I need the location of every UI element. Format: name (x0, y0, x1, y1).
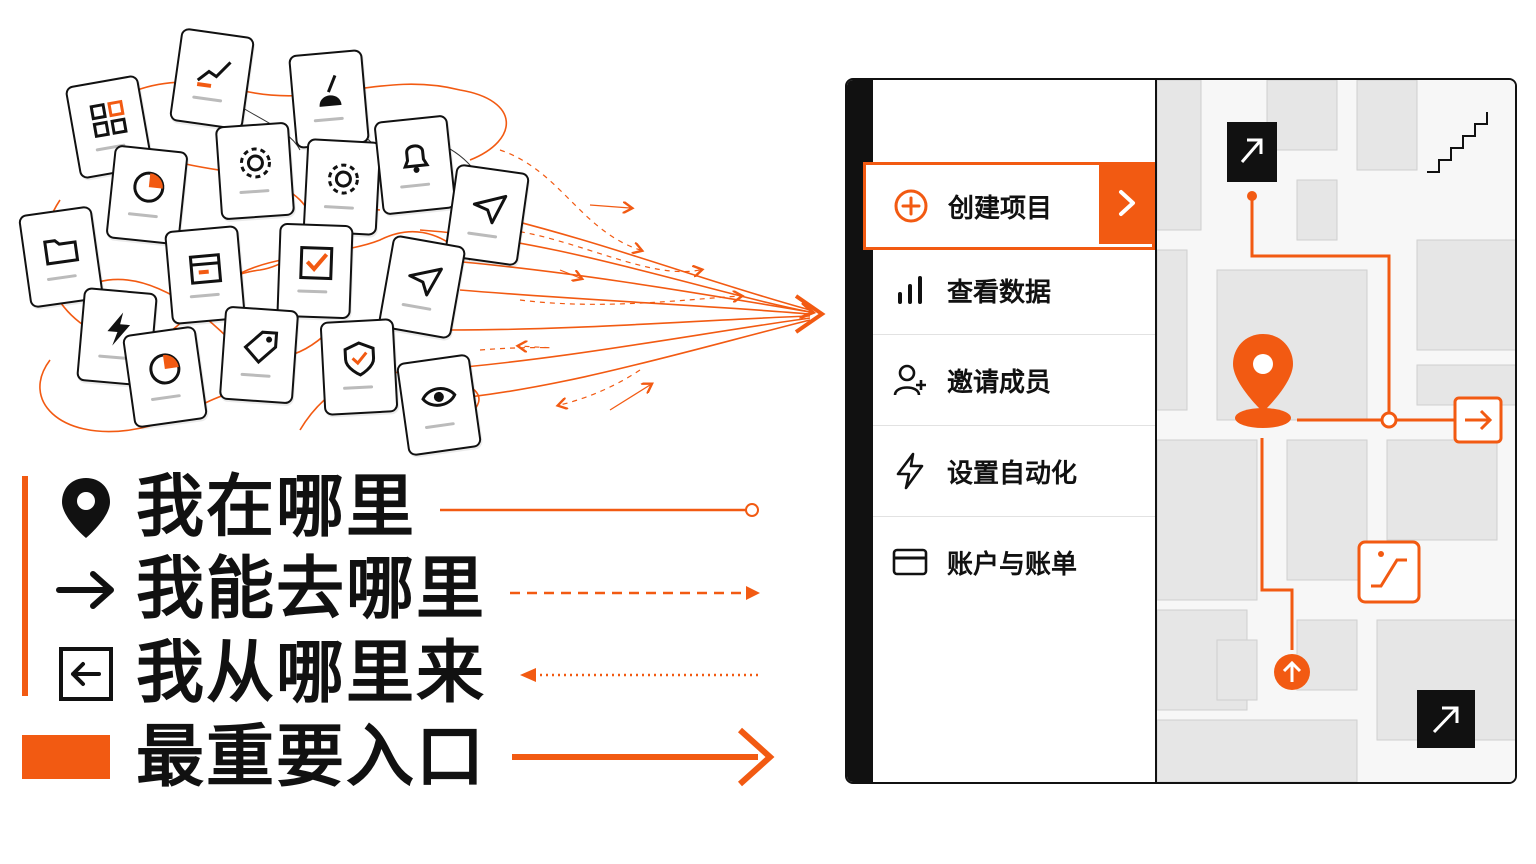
card-line (127, 212, 158, 219)
plus-circle-icon (892, 187, 930, 225)
card-line (239, 189, 270, 195)
location-pin-icon (50, 472, 122, 544)
grid-icon (89, 99, 128, 139)
card-line (401, 302, 432, 311)
menu-item-automation[interactable]: 设置自动化 (873, 427, 1155, 515)
feature-card (218, 305, 300, 405)
floor-map-drawing (1157, 80, 1515, 782)
legend-label: 最重要入口 (136, 718, 487, 797)
menu-item-view-data[interactable]: 查看数据 (873, 246, 1155, 334)
bell-icon (402, 144, 430, 173)
legend-label: 我能去哪里 (136, 550, 487, 629)
feature-card (288, 48, 370, 150)
feature-card (17, 205, 105, 309)
exit-arrow-icon (1417, 690, 1475, 748)
send-icon (408, 267, 443, 297)
chevron-right-icon (1099, 162, 1155, 244)
feature-card (121, 325, 209, 429)
legend-row-where-can-go: 我能去哪里 (50, 552, 486, 628)
feature-card (319, 318, 399, 416)
feature-card (373, 114, 457, 216)
menu-divider (873, 334, 1155, 335)
menu-item-label: 查看数据 (947, 277, 1052, 308)
card-line (323, 205, 354, 210)
card-line (467, 231, 498, 239)
gear-icon (239, 147, 271, 179)
menu-item-label: 设置自动化 (947, 458, 1078, 489)
feature-card (395, 353, 483, 457)
card-line (46, 274, 77, 282)
folder-icon (43, 239, 80, 266)
escalator-icon (1357, 540, 1421, 604)
menu-list: 创建项目 查看数据 邀请成员 设置自动化 (863, 80, 1155, 782)
card-line (424, 422, 455, 430)
feature-card (377, 234, 467, 340)
pie-icon (149, 353, 181, 385)
arrow-right-icon (1453, 396, 1503, 444)
credit-card-icon (891, 543, 929, 581)
feature-card (168, 27, 256, 131)
pie-icon (133, 171, 165, 203)
legend-label: 我从哪里来 (136, 634, 487, 713)
menu-item-account-billing[interactable]: 账户与账单 (873, 518, 1155, 606)
bar-chart-icon (891, 271, 929, 309)
feature-card (302, 138, 382, 236)
feature-card (76, 286, 158, 388)
location-pin-icon (1233, 334, 1293, 428)
shield-icon (343, 341, 376, 377)
arrow-right-icon (50, 554, 122, 626)
menu-item-label: 创建项目 (948, 193, 1053, 224)
legend-row-current-location: 我在哪里 (50, 470, 416, 546)
back-arrow-box-icon (50, 638, 122, 710)
feature-card (214, 121, 296, 221)
menu-item-label: 账户与账单 (947, 549, 1078, 580)
tag-icon (243, 330, 279, 365)
eye-icon (421, 387, 457, 407)
feature-card (105, 144, 189, 246)
menu-item-invite-members[interactable]: 邀请成员 (873, 336, 1155, 424)
feature-card (64, 74, 154, 180)
card-line (192, 95, 223, 103)
legend-label: 我在哪里 (136, 468, 417, 547)
send-icon (472, 194, 508, 225)
card-line (400, 182, 431, 189)
card-line (150, 394, 181, 402)
calendar-icon (188, 253, 223, 285)
legend-row-where-from: 我从哪里来 (50, 636, 486, 712)
menu-divider (873, 516, 1155, 517)
feature-card (276, 222, 354, 320)
gear-icon (327, 163, 359, 195)
up-arrow-icon (1274, 654, 1310, 690)
growth-icon (319, 74, 342, 107)
floor-map (1155, 80, 1515, 782)
navigation-panel: 创建项目 查看数据 邀请成员 设置自动化 (845, 78, 1517, 784)
card-line (189, 292, 220, 299)
user-add-icon (891, 361, 929, 399)
card-line (313, 116, 344, 123)
legend-row-main-entry: 最重要入口 (50, 720, 486, 796)
menu-item-create-project[interactable]: 创建项目 (863, 162, 1155, 250)
lightning-icon (107, 312, 131, 346)
card-line (343, 385, 374, 390)
menu-divider (873, 425, 1155, 426)
stairs-icon (1427, 112, 1488, 173)
checkbox-icon (299, 245, 334, 281)
card-line (297, 289, 328, 294)
lightning-icon (891, 452, 929, 490)
chart-icon (196, 61, 232, 88)
legend-lines (440, 503, 775, 787)
feature-card (164, 224, 246, 326)
exit-arrow-icon (1227, 122, 1277, 182)
feature-card (443, 163, 531, 267)
menu-item-label: 邀请成员 (947, 367, 1052, 398)
card-line (240, 372, 271, 378)
